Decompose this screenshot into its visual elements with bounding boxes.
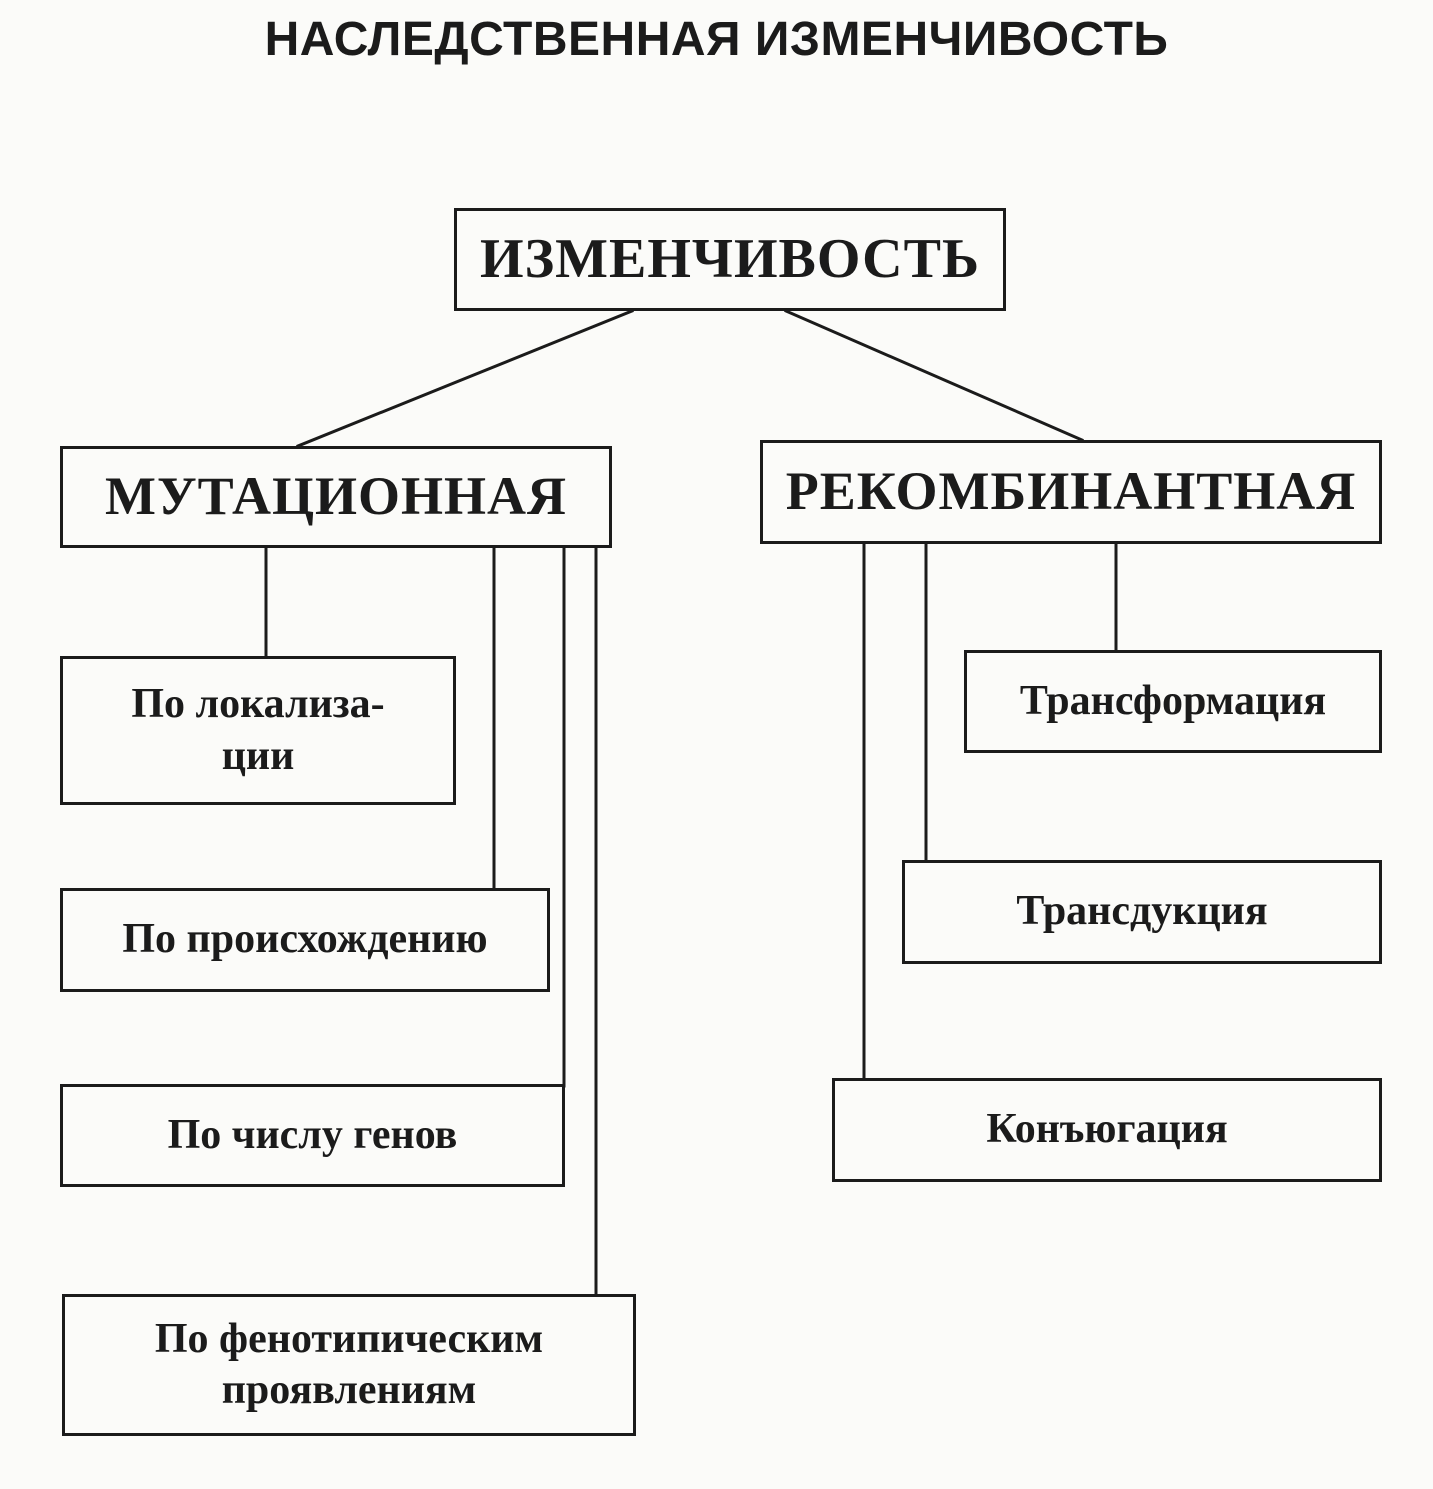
mutational-node-label: МУТАЦИОННАЯ: [105, 466, 567, 527]
mutational-node: МУТАЦИОННАЯ: [60, 446, 612, 548]
recombinant-node-label: РЕКОМБИНАНТНАЯ: [785, 461, 1357, 522]
phenotypic-node: По фенотипическим проявлениям: [62, 1294, 636, 1436]
localization-node: По локализа- ции: [60, 656, 456, 805]
root-node-label: ИЗМЕНЧИВОСТЬ: [480, 228, 980, 291]
root-node: ИЗМЕНЧИВОСТЬ: [454, 208, 1006, 311]
recombinant-node: РЕКОМБИНАНТНАЯ: [760, 440, 1382, 544]
gene-count-node: По числу генов: [60, 1084, 565, 1187]
conjugation-node: Конъюгация: [832, 1078, 1382, 1182]
origin-node-label: По происхождению: [122, 916, 488, 963]
conjugation-node-label: Конъюгация: [986, 1106, 1228, 1153]
connector-root-to-recombinant: [784, 309, 1084, 442]
connector-root-to-mutational: [296, 309, 634, 448]
transduction-node: Трансдукция: [902, 860, 1382, 964]
gene-count-node-label: По числу генов: [167, 1111, 458, 1158]
transformation-node-label: Трансформация: [1019, 677, 1327, 724]
transformation-node: Трансформация: [964, 650, 1382, 753]
page-title: НАСЛЕДСТВЕННАЯ ИЗМЕНЧИВОСТЬ: [264, 13, 1169, 66]
origin-node: По происхождению: [60, 888, 550, 992]
localization-node-label: По локализа- ции: [131, 681, 385, 779]
phenotypic-node-label: По фенотипическим проявлениям: [154, 1315, 544, 1413]
transduction-node-label: Трансдукция: [1016, 888, 1268, 935]
